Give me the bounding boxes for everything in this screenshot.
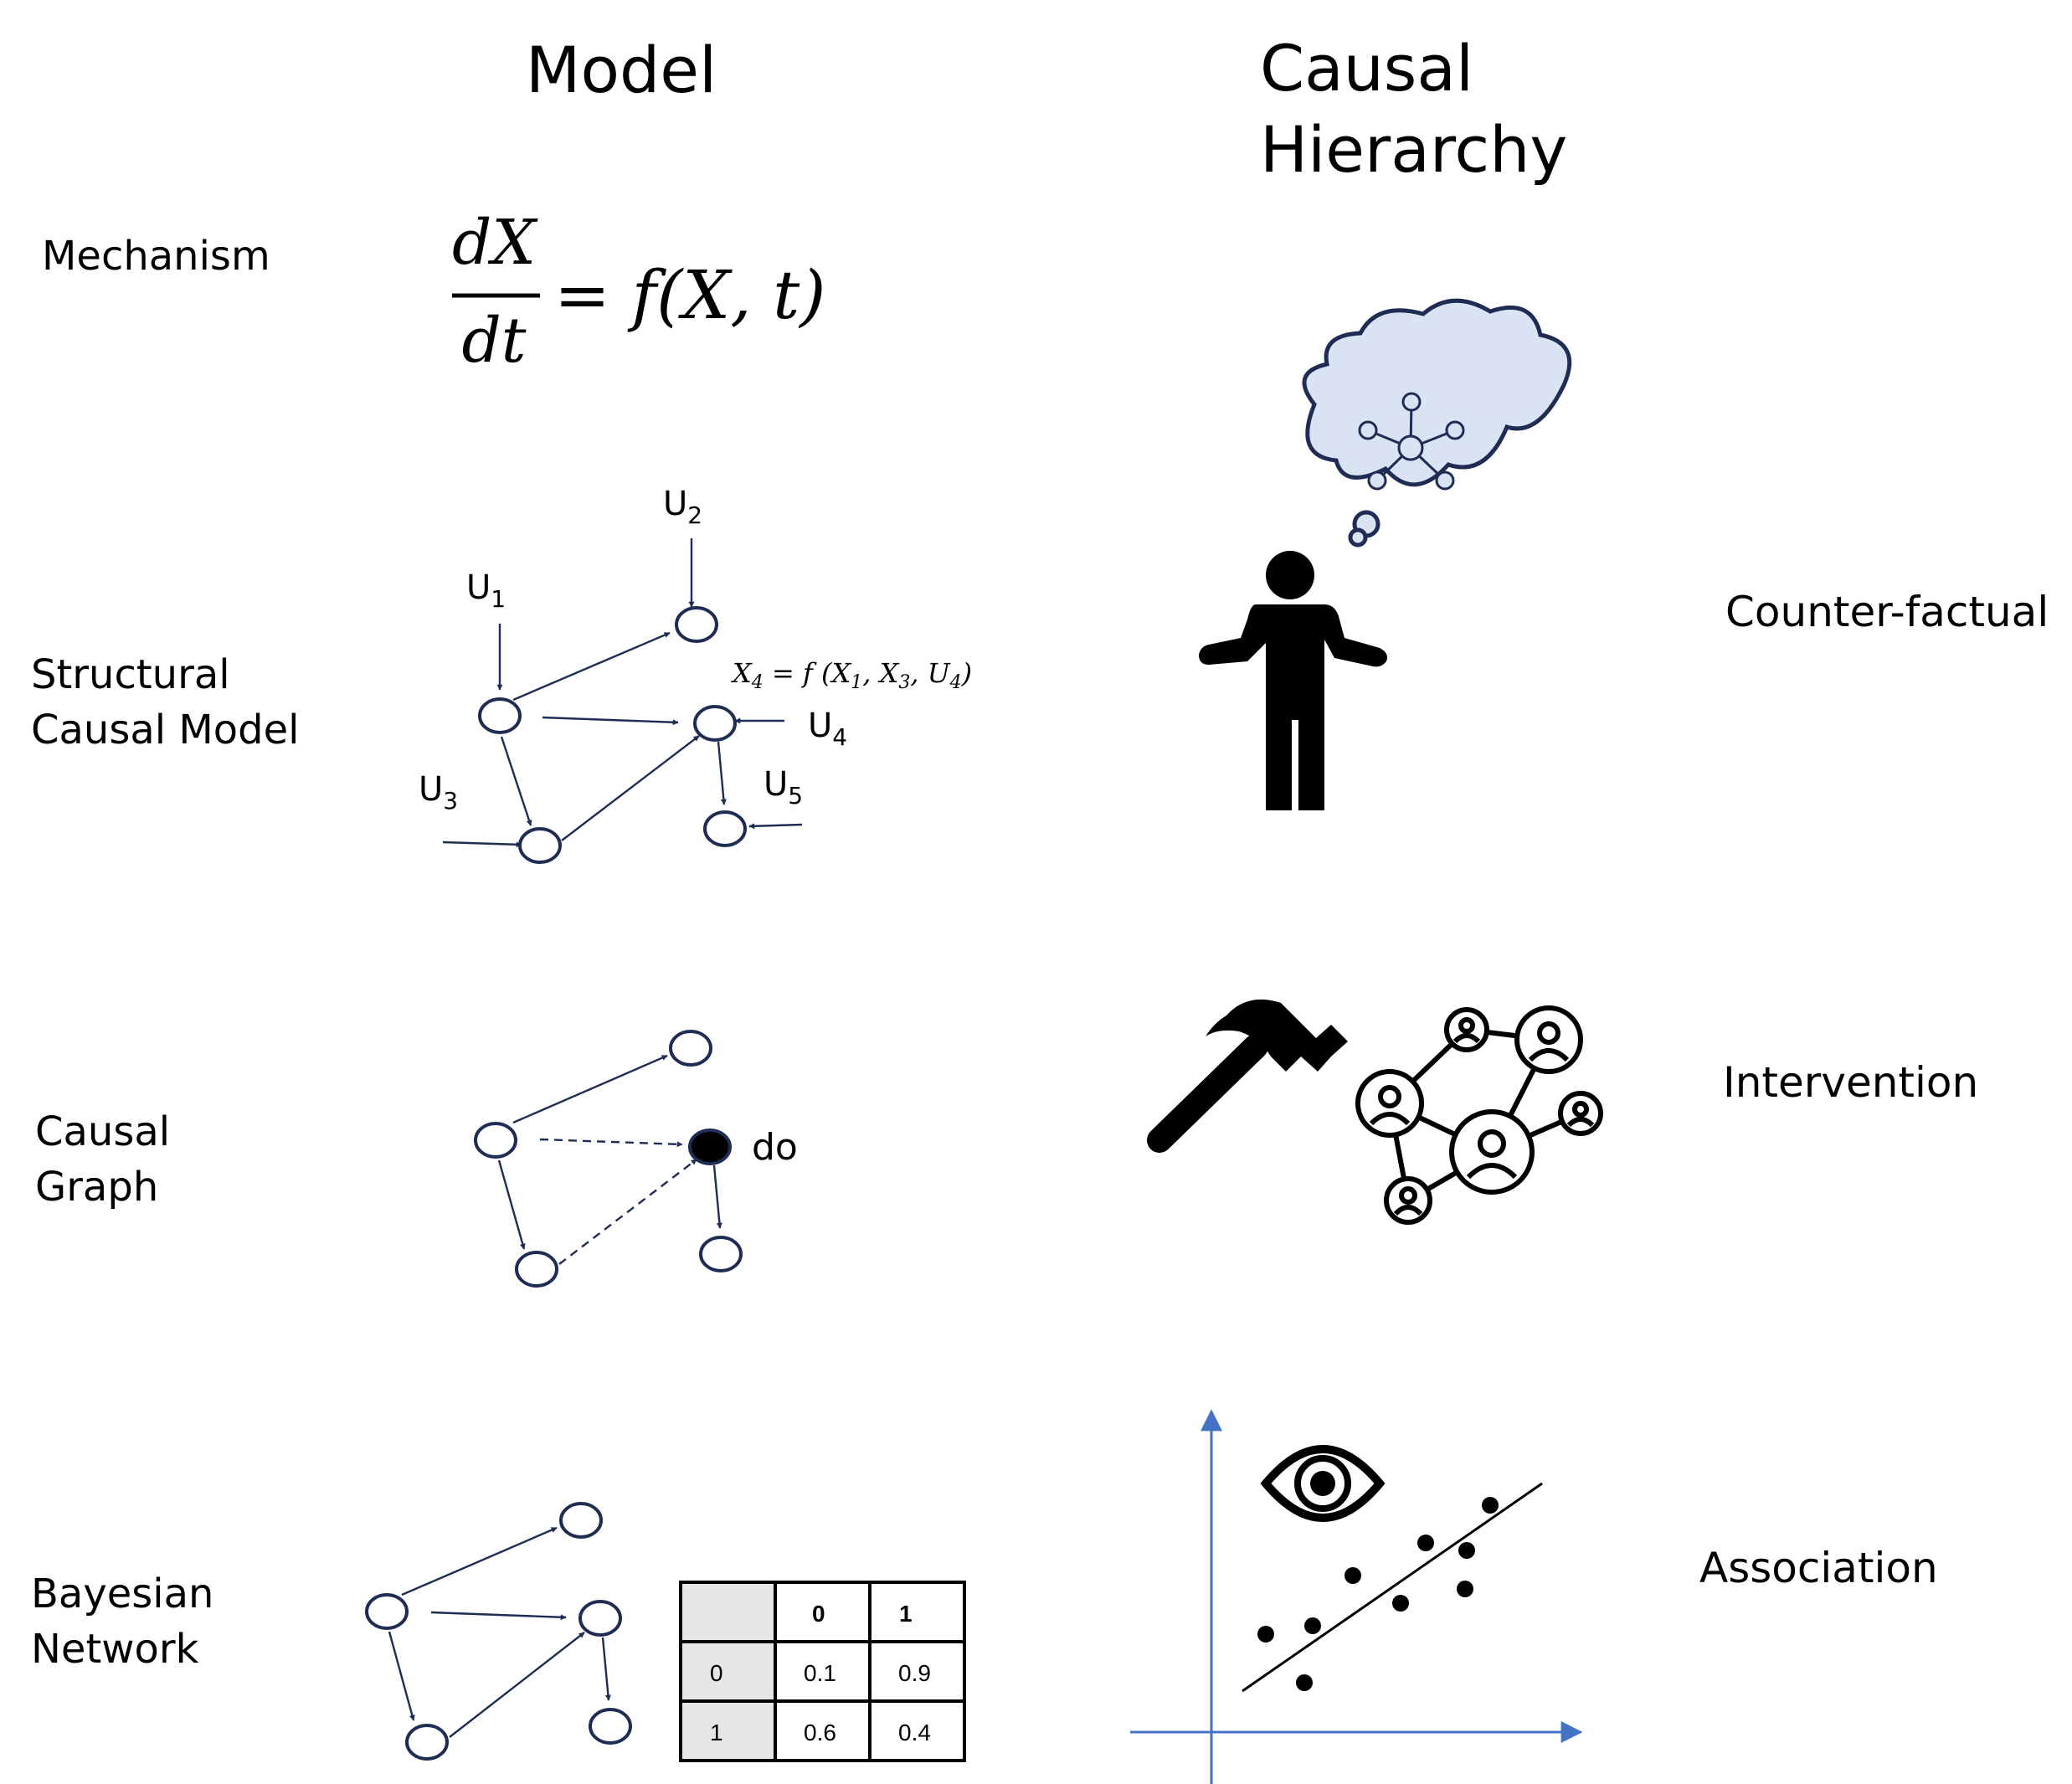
- level-association-label: Association: [1699, 1544, 1938, 1592]
- equation-numerator: dX: [452, 207, 538, 279]
- row-label-graph-line2: Graph: [35, 1164, 158, 1211]
- scm-u5-arrow: [748, 823, 803, 830]
- scm-node-x2: [675, 606, 718, 643]
- do-operator-label: do: [752, 1126, 798, 1169]
- hierarchy-header-line1: Causal: [1260, 31, 1473, 105]
- scatter-points: [1257, 1497, 1499, 1691]
- eye-icon: [1260, 1445, 1386, 1522]
- thought-bubble-small: [1348, 527, 1368, 548]
- graph-node-x2: [669, 1030, 712, 1067]
- graph-dashed-edge-3-4: [558, 1159, 697, 1265]
- row-label-scm-line1: Structural: [31, 651, 230, 698]
- cpt-value-cell: [774, 1699, 871, 1762]
- person-shrugging-icon: [1199, 551, 1387, 810]
- graph-edge-1-2: [512, 1054, 668, 1124]
- cpt-value: 0.4: [898, 1720, 931, 1745]
- level-counterfactual-label: Counter-factual: [1725, 588, 2049, 636]
- hub-network-icon: [1358, 392, 1465, 491]
- hierarchy-header-line2: Hierarchy: [1260, 112, 1567, 187]
- equation-rhs: = f(X, t): [554, 256, 825, 334]
- network-person-node: [1449, 1109, 1535, 1195]
- cpt-row-header: 0: [710, 1660, 723, 1686]
- cpt-row-header: 1: [710, 1720, 723, 1745]
- thinking-person-icon: [1199, 298, 1572, 810]
- graph-node-x3: [515, 1251, 558, 1288]
- network-person-node: [1558, 1091, 1603, 1136]
- cpt-table: 0 1 0 0.1 0.9 1 0.6 0.4: [679, 1581, 966, 1762]
- scm-label-u4: U4: [808, 707, 847, 751]
- model-header: Model: [526, 33, 717, 107]
- scm-diagram: U1 U2 U3 U4 U5 X4 = f (X1, X3, U4): [419, 485, 972, 864]
- graph-edge-1-3: [497, 1159, 526, 1250]
- graph-node-x5: [699, 1236, 743, 1272]
- regression-line: [1242, 1482, 1543, 1693]
- row-label-scm-line2: Causal Model: [31, 707, 299, 753]
- network-person-node: [1355, 1069, 1424, 1138]
- scm-label-u3: U3: [419, 770, 458, 815]
- scm-edge-1-4: [542, 716, 679, 726]
- thought-cloud-icon: [1302, 298, 1572, 548]
- thought-cloud-shape: [1302, 298, 1572, 487]
- bn-edge-1-4: [430, 1611, 567, 1621]
- row-label-bayes-line1: Bayesian: [31, 1571, 213, 1617]
- bn-edge-3-4: [449, 1632, 585, 1738]
- row-label-bayes-line2: Network: [31, 1626, 199, 1673]
- graph-node-x1: [474, 1122, 517, 1159]
- scm-edge-1-3: [500, 736, 532, 826]
- scm-u3-arrow: [442, 841, 522, 848]
- scm-node-x4: [693, 705, 737, 742]
- network-person-node: [1384, 1176, 1432, 1225]
- bayesian-network-diagram: 0 1 0 0.1 0.9 1 0.6 0.4: [365, 1502, 966, 1762]
- scm-node-x5: [703, 810, 747, 847]
- mechanism-equation: dX dt = f(X, t): [452, 207, 825, 377]
- scm-node-x3: [518, 827, 562, 864]
- people-network-icon: [1355, 1005, 1603, 1225]
- scm-edge-4-5: [717, 741, 727, 805]
- bn-edge-4-5: [601, 1637, 611, 1701]
- scm-edge-1-2: [512, 631, 671, 702]
- cpt-row-header-cell: [679, 1640, 777, 1703]
- cpt-value-cell: [868, 1640, 966, 1703]
- bn-node-x4: [578, 1600, 622, 1637]
- bn-node-x5: [589, 1708, 632, 1745]
- cpt-col-header: 1: [899, 1601, 913, 1627]
- graph-dashed-edge-1-4: [539, 1138, 683, 1148]
- hammer-icon: [1147, 999, 1348, 1153]
- scm-structural-equation: X4 = f (X1, X3, U4): [730, 657, 972, 693]
- bn-node-x3: [405, 1724, 449, 1761]
- row-label-graph-line1: Causal: [35, 1108, 170, 1155]
- level-intervention-label: Intervention: [1723, 1058, 1978, 1107]
- cpt-header-cell: [774, 1581, 871, 1643]
- network-person-node: [1444, 1007, 1489, 1052]
- cpt-row-header-cell: [679, 1699, 777, 1762]
- bn-node-x2: [559, 1502, 603, 1539]
- cpt-corner-cell: [679, 1581, 777, 1643]
- scm-node-x1: [478, 697, 522, 734]
- equation-denominator: dt: [461, 305, 526, 377]
- bn-edge-1-3: [388, 1631, 415, 1721]
- graph-node-intervened: [688, 1128, 732, 1165]
- causal-graph-diagram: do: [474, 1030, 798, 1288]
- bn-node-x1: [365, 1593, 409, 1630]
- scatter-plot-icon: [1130, 1409, 1583, 1784]
- cpt-value-cell: [868, 1699, 966, 1762]
- cpt-value: 0.6: [804, 1720, 836, 1745]
- row-label-mechanism: Mechanism: [42, 233, 270, 280]
- scm-label-u1: U1: [466, 568, 506, 613]
- network-person-node: [1514, 1005, 1583, 1074]
- cpt-col-header: 0: [812, 1601, 825, 1627]
- scm-label-u2: U2: [663, 485, 702, 529]
- scm-edge-3-4: [561, 735, 700, 841]
- bn-edge-1-2: [401, 1526, 558, 1596]
- cpt-value: 0.1: [804, 1660, 836, 1686]
- cpt-value: 0.9: [898, 1660, 931, 1686]
- cpt-header-cell: [868, 1581, 966, 1643]
- scm-label-u5: U5: [764, 765, 803, 810]
- graph-edge-4-5: [712, 1164, 722, 1229]
